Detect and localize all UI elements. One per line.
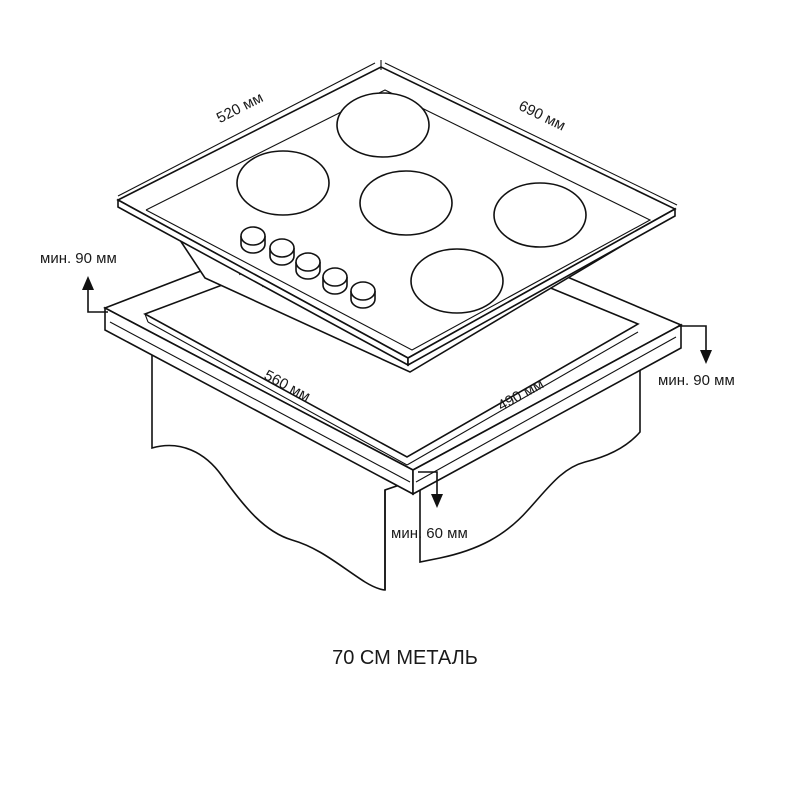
knob-3 (295, 252, 321, 280)
arrow-up-left (82, 276, 108, 313)
burners (236, 92, 587, 314)
burner-front (410, 248, 504, 314)
knob-5 (350, 281, 376, 309)
hob-inner-border (145, 89, 652, 351)
arrow-down-right (678, 325, 712, 364)
cutout-inner-edge-right (406, 331, 639, 466)
burner-right (493, 182, 587, 248)
knob-2 (269, 238, 295, 266)
label-clearance-left: мин. 90 мм (40, 250, 117, 267)
arrow-down-front (418, 471, 443, 508)
knob-4 (322, 267, 348, 295)
control-knobs (240, 226, 376, 309)
label-hob-width: 690 мм (516, 97, 568, 134)
dim-line-hob-width (384, 62, 678, 206)
label-clearance-front: мин. 60 мм (391, 525, 468, 542)
cutout-inner-edge-front (147, 321, 408, 466)
dimension-lines (109, 60, 678, 483)
caption: 70 СМ МЕТАЛЬ (332, 647, 478, 669)
clearance-arrows (82, 276, 712, 508)
burner-center (359, 170, 453, 236)
knob-1 (240, 226, 266, 254)
dim-line-cutout-width (109, 321, 411, 483)
dim-line-hob-depth (117, 62, 376, 197)
burner-back (336, 92, 430, 158)
dim-line-cutout-depth (415, 336, 677, 483)
label-clearance-right: мин. 90 мм (658, 372, 735, 389)
burner-left (236, 150, 330, 216)
hob (116, 66, 677, 373)
hob-top-plate-edge-right (407, 207, 676, 367)
cutout-inner-edge (144, 313, 149, 323)
label-hob-depth: 520 мм (214, 89, 266, 127)
cabinet-body (151, 340, 641, 591)
